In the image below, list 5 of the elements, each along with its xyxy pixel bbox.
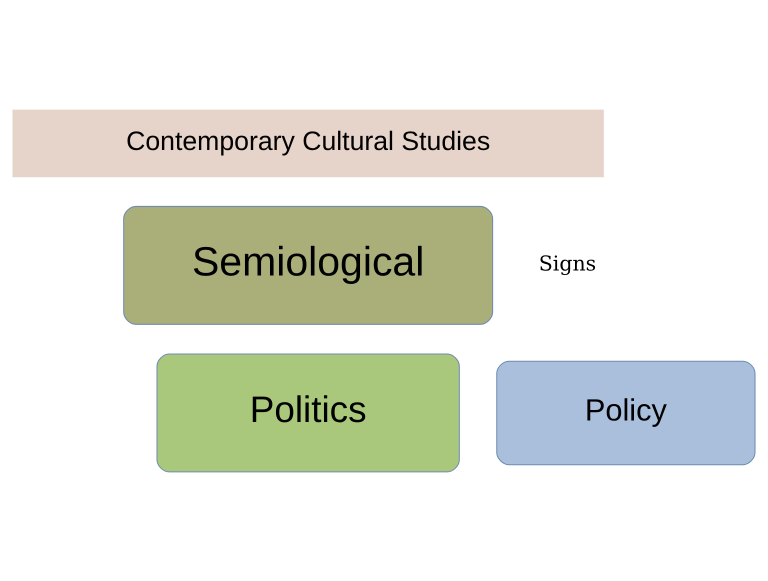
node-box: Semiological bbox=[123, 205, 494, 324]
node-box: Politics bbox=[156, 353, 460, 472]
node-box: Policy bbox=[496, 360, 756, 465]
label: Signs bbox=[538, 251, 596, 275]
node-box: Contemporary Cultural Studies bbox=[12, 109, 604, 177]
